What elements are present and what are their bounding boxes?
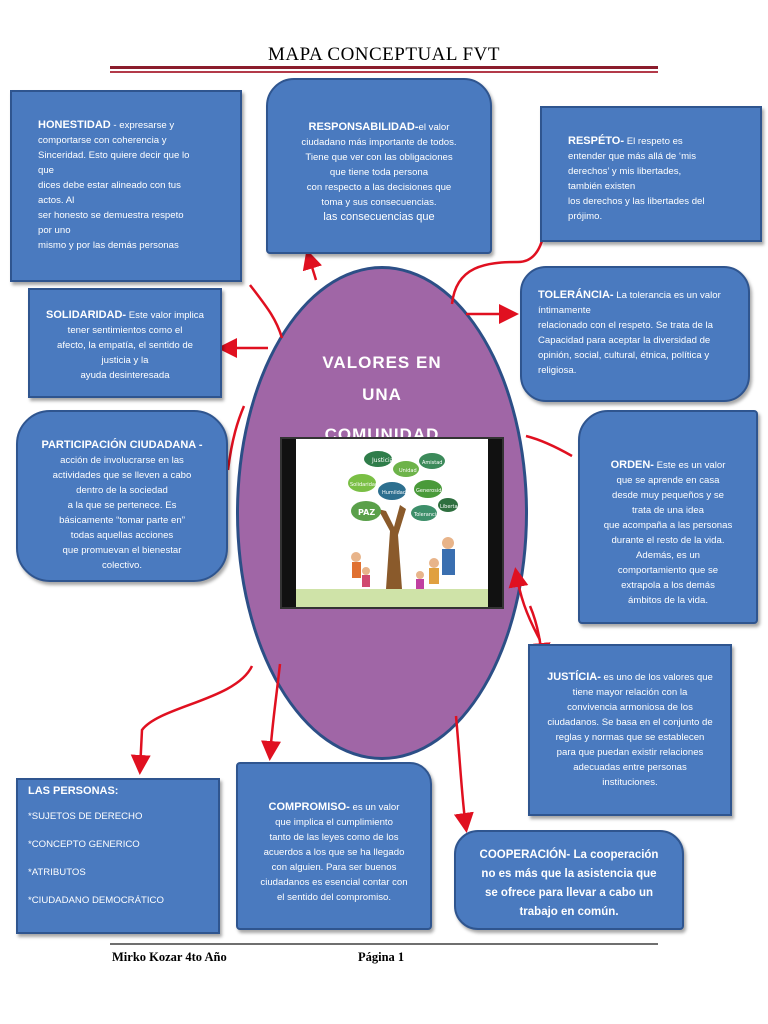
center-title-line2: UNA <box>362 385 402 404</box>
arrow-cooperacion <box>453 715 474 833</box>
arrow-participacion <box>226 405 246 471</box>
footer-rule <box>110 943 658 945</box>
header-rule-bottom <box>110 71 658 73</box>
page-title: MAPA CONCEPTUAL FVT <box>268 44 500 65</box>
box-compromiso: COMPROMISO- es un valor que implica el c… <box>236 762 432 930</box>
personas-item: *CONCEPTO GENERICO <box>28 839 140 850</box>
leaf-label-solidaridad: Solidaridad <box>350 482 378 488</box>
box-las-personas: LAS PERSONAS: *SUJETOS DE DERECHO *CONCE… <box>16 778 220 934</box>
box-justicia: JUSTÍCIA- es uno de los valores que tien… <box>528 644 732 816</box>
participacion-title: PARTICIPACIÓN CIUDADANA - <box>41 439 203 451</box>
arrow-responsabilidad <box>302 249 322 281</box>
box-respeto: RESPÉTO- El respeto es entender que más … <box>540 106 762 242</box>
personas-item: *ATRIBUTOS <box>28 867 86 878</box>
box-responsabilidad: RESPONSABILIDAD-el valor ciudadano más i… <box>266 78 492 254</box>
leaf-label-justicia: Justicia <box>371 457 394 464</box>
footer-page-number: Página 1 <box>358 950 405 964</box>
arrow-orden <box>525 434 573 458</box>
leaf-label-paz: PAZ <box>358 508 375 517</box>
personas-item: *SUJETOS DE DERECHO <box>28 811 143 822</box>
solidaridad-title: SOLIDARIDAD- <box>46 309 127 321</box>
compromiso-title: COMPROMISO- <box>268 801 350 813</box>
arrow-honestidad <box>249 284 284 339</box>
box-participacion-ciudadana: PARTICIPACIÓN CIUDADANA - acción de invo… <box>16 410 228 582</box>
respeto-title: RESPÉTO- <box>568 135 625 147</box>
arrow-personas <box>130 665 254 775</box>
header-rule-top <box>110 66 658 69</box>
personas-title: LAS PERSONAS: <box>28 785 119 797</box>
tree-illustration: Justicia Unidad Amistad Solidaridad PAZ … <box>282 439 502 607</box>
box-honestidad: HONESTIDAD - expresarse y comportarse co… <box>10 90 242 282</box>
arrow-orden-up <box>508 567 542 641</box>
footer-author: Mirko Kozar 4to Año <box>112 950 227 964</box>
leaf-label-tolerancia: Tolerancia <box>413 512 439 518</box>
orden-title: ORDEN- <box>610 459 654 471</box>
values-tree-image: Justicia Unidad Amistad Solidaridad PAZ … <box>280 437 504 609</box>
leaf-label-libertad: Libertad <box>440 504 461 510</box>
center-title-line1: VALORES EN <box>322 353 442 372</box>
responsabilidad-title: RESPONSABILIDAD- <box>308 121 419 133</box>
leaf-label-unidad: Unidad <box>399 468 417 474</box>
leaf-label-amistad: Amistad <box>422 460 442 466</box>
leaf-label-respeto: Respeto <box>442 472 462 478</box>
box-cooperacion: COOPERACIÓN- La cooperación no es más qu… <box>454 830 684 930</box>
arrow-compromiso <box>261 663 282 761</box>
justicia-title: JUSTÍCIA- <box>547 671 601 683</box>
leaf-label-humildad: Humildad <box>382 490 406 496</box>
box-orden: ORDEN- Este es un valor que se aprende e… <box>578 410 758 624</box>
leaf-label-generosidad: Generosidad <box>416 488 448 494</box>
box-tolerancia: TOLERÁNCIA- La tolerancia es un valor ín… <box>520 266 750 402</box>
box-solidaridad: SOLIDARIDAD- Este valor implica tener se… <box>28 288 222 398</box>
honestidad-title: HONESTIDAD <box>38 119 111 131</box>
cooperacion-title: COOPERACIÓN- <box>479 849 571 861</box>
personas-item: *CIUDADANO DEMOCRÁTICO <box>28 895 164 906</box>
tolerancia-title: TOLERÁNCIA- <box>538 289 614 301</box>
